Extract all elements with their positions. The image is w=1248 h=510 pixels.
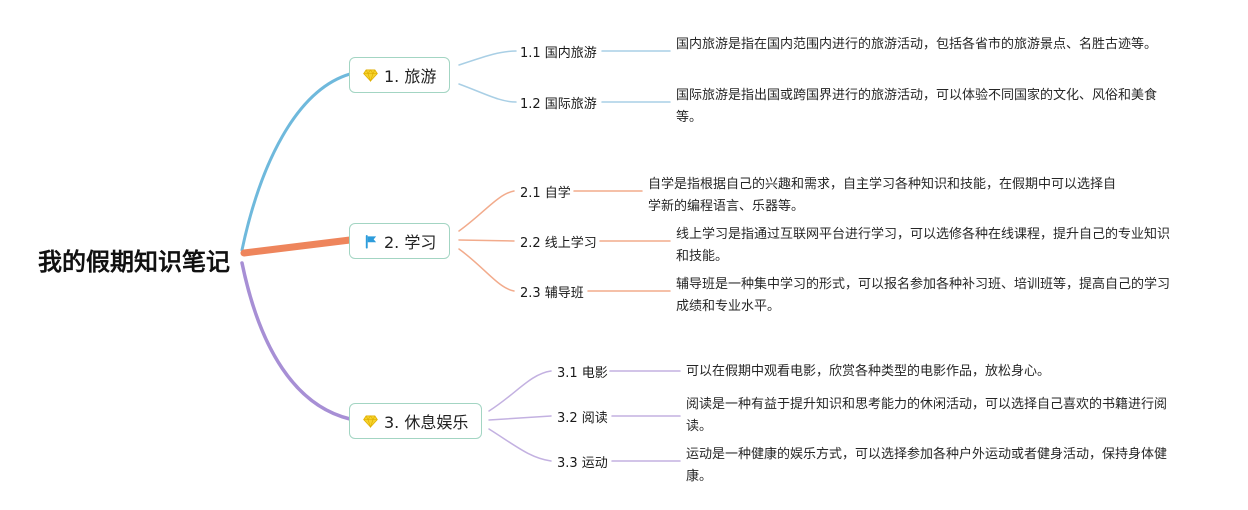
description-sports[interactable]: 运动是一种健康的娱乐方式，可以选择参加各种户外运动或者健身活动，保持身体健康。: [686, 447, 1168, 484]
gem-icon: [363, 414, 378, 429]
connector-root-study: [240, 236, 354, 257]
subtopic-self-study[interactable]: 2.1 自学: [520, 186, 571, 201]
subtopic-reading[interactable]: 3.2 阅读: [557, 411, 608, 426]
connector-root-travel: [240, 72, 352, 252]
connector-leisure-movie: [488, 370, 552, 412]
subtopic-domestic-travel[interactable]: 1.1 国内旅游: [520, 46, 597, 61]
description-reading[interactable]: 阅读是一种有益于提升知识和思考能力的休闲活动，可以选择自己喜欢的书籍进行阅读。: [686, 397, 1168, 434]
connector-study-selfstudy: [458, 190, 515, 232]
branch-label-leisure: 3. 休息娱乐: [384, 413, 469, 432]
description-online-learning[interactable]: 线上学习是指通过互联网平台进行学习，可以选修各种在线课程，提升自己的专业知识和技…: [676, 227, 1171, 264]
subtopic-online-learning[interactable]: 2.2 线上学习: [520, 236, 597, 251]
subtopic-tutoring-class[interactable]: 2.3 辅导班: [520, 286, 584, 301]
connector-root-leisure: [240, 261, 352, 421]
root-node[interactable]: 我的假期知识笔记: [38, 248, 230, 276]
branch-label-travel: 1. 旅游: [384, 67, 437, 86]
description-domestic-travel[interactable]: 国内旅游是指在国内范围内进行的旅游活动，包括各省市的旅游景点、名胜古迹等。: [676, 37, 1158, 52]
branch-node-study[interactable]: 2. 学习: [349, 223, 451, 259]
subtopic-sports[interactable]: 3.3 运动: [557, 456, 608, 471]
description-movies[interactable]: 可以在假期中观看电影，欣赏各种类型的电影作品，放松身心。: [686, 364, 1051, 379]
branch-node-travel[interactable]: 1. 旅游: [349, 57, 451, 93]
connector-study-tutoring: [458, 248, 515, 292]
flag-icon: [363, 234, 378, 249]
connector-travel-domestic: [458, 50, 517, 66]
gem-icon: [363, 68, 378, 83]
branch-label-study: 2. 学习: [384, 233, 437, 252]
connector-leisure-sports: [488, 428, 552, 462]
connector-leisure-reading: [488, 415, 552, 421]
branch-node-leisure[interactable]: 3. 休息娱乐: [349, 403, 483, 439]
connector-travel-international: [458, 83, 517, 103]
description-tutoring-class[interactable]: 辅导班是一种集中学习的形式，可以报名参加各种补习班、培训班等，提高自己的学习成绩…: [676, 277, 1171, 314]
subtopic-international-travel[interactable]: 1.2 国际旅游: [520, 97, 597, 112]
connector-study-online: [458, 239, 515, 242]
description-self-study[interactable]: 自学是指根据自己的兴趣和需求，自主学习各种知识和技能，在假期中可以选择自学新的编…: [648, 177, 1117, 214]
subtopic-movies[interactable]: 3.1 电影: [557, 366, 608, 381]
description-international-travel[interactable]: 国际旅游是指出国或跨国界进行的旅游活动，可以体验不同国家的文化、风俗和美食等。: [676, 88, 1158, 125]
